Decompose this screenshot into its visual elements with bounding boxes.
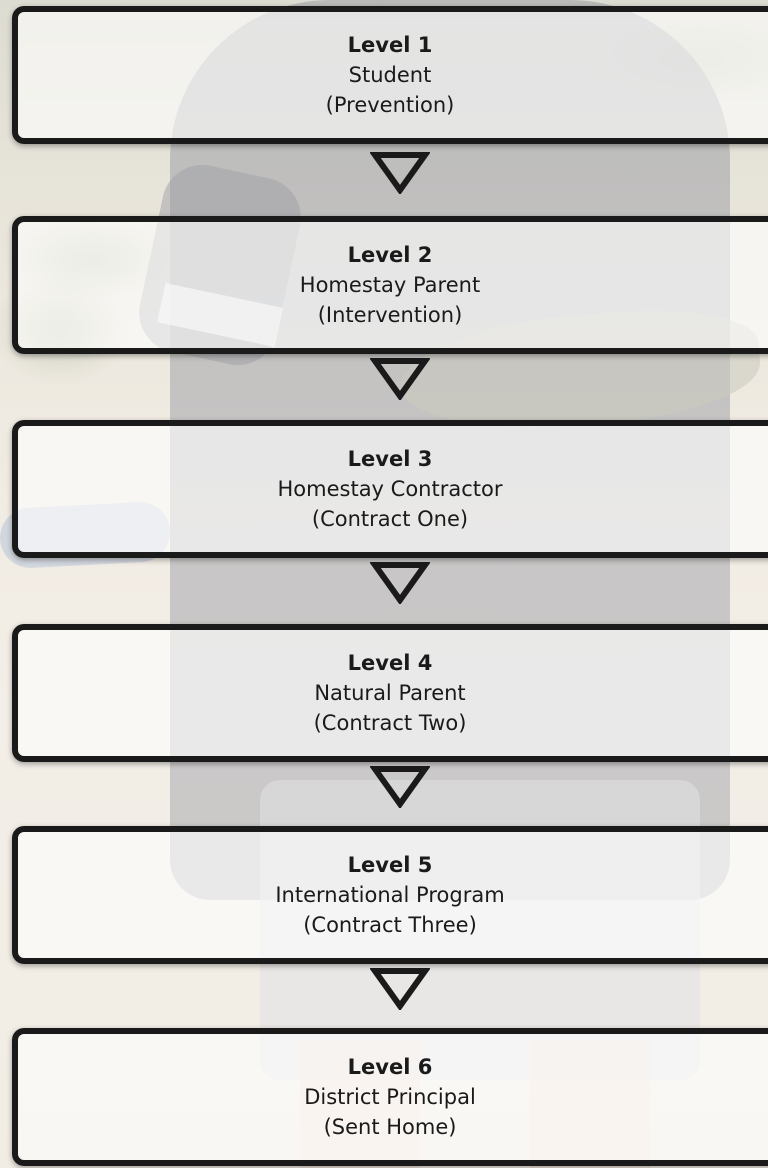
- level-box-6: Level 6 District Principal (Sent Home): [12, 1028, 768, 1166]
- level-stage: (Prevention): [325, 93, 455, 117]
- level-number: Level 6: [347, 1055, 433, 1079]
- down-triangle-arrow-icon: [370, 968, 430, 1010]
- level-role: Natural Parent: [314, 681, 466, 705]
- down-triangle-arrow-icon: [370, 562, 430, 604]
- level-stage: (Contract Three): [303, 913, 477, 937]
- level-role: Student: [348, 63, 432, 87]
- down-triangle-arrow-icon: [370, 358, 430, 400]
- level-box-1: Level 1 Student (Prevention): [12, 6, 768, 144]
- level-role: Homestay Parent: [299, 273, 481, 297]
- level-stage: (Intervention): [317, 303, 463, 327]
- down-triangle-arrow-icon: [370, 152, 430, 194]
- level-box-3: Level 3 Homestay Contractor (Contract On…: [12, 420, 768, 558]
- level-role: Homestay Contractor: [277, 477, 503, 501]
- level-number: Level 1: [347, 33, 433, 57]
- level-box-2: Level 2 Homestay Parent (Intervention): [12, 216, 768, 354]
- level-number: Level 2: [347, 243, 433, 267]
- level-box-4: Level 4 Natural Parent (Contract Two): [12, 624, 768, 762]
- level-number: Level 3: [347, 447, 433, 471]
- level-number: Level 4: [347, 651, 433, 675]
- level-role: District Principal: [304, 1085, 476, 1109]
- down-triangle-arrow-icon: [370, 766, 430, 808]
- level-stage: (Sent Home): [323, 1115, 457, 1139]
- level-number: Level 5: [347, 853, 433, 877]
- level-box-5: Level 5 International Program (Contract …: [12, 826, 768, 964]
- level-stage: (Contract Two): [313, 711, 467, 735]
- level-stage: (Contract One): [311, 507, 469, 531]
- level-role: International Program: [275, 883, 505, 907]
